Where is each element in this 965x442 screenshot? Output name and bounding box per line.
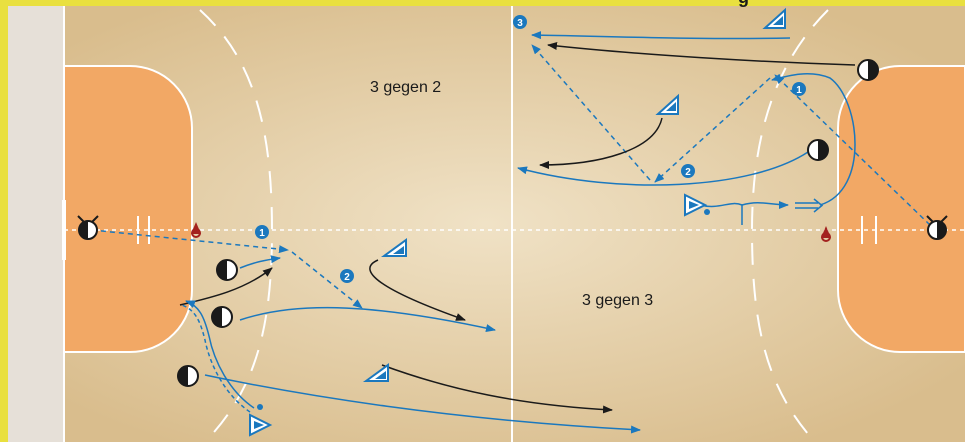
pass-path-2 [291, 251, 363, 309]
attacker-icon [216, 259, 238, 281]
number-2-text: 2 [685, 167, 691, 178]
header-partial-text: g [738, 0, 749, 7]
number-3-text: 3 [517, 18, 523, 29]
red-cone-icon [821, 226, 831, 242]
run-path-center [239, 306, 496, 332]
right-free-throw-line [750, 9, 829, 442]
number-badge-2-left: 2 [340, 269, 354, 283]
pass-path-left-keeper [91, 229, 289, 254]
defender-run-path-r [539, 117, 663, 169]
number-1-text: 1 [259, 228, 265, 239]
defender-icon [655, 93, 679, 115]
fake-path-arrowhead [813, 198, 824, 213]
number-badge-1-right: 1 [792, 82, 806, 96]
attacker-icon [177, 365, 199, 387]
left-wall-strip [8, 6, 64, 442]
run-path-r-loop [771, 73, 856, 206]
defender-run-path-1 [369, 259, 466, 321]
red-cone-icon [191, 222, 201, 238]
pass-path-r2 [531, 44, 651, 181]
fake-path-double-arrow [795, 202, 818, 209]
left-goalkeeper-icon [77, 215, 99, 240]
run-path-r-top [531, 31, 791, 40]
number-badge-2-right: 2 [681, 164, 695, 178]
number-badge-3-right: 3 [513, 15, 527, 29]
dribble-path [181, 304, 251, 413]
pass-path-r1 [654, 77, 771, 183]
ball-dot-icon [704, 209, 710, 215]
defender-icon [762, 7, 786, 29]
right-goal-area [837, 65, 965, 353]
attacker-icon [211, 306, 233, 328]
defender-icon [380, 238, 407, 257]
lower-drill-label: 3 gegen 3 [582, 292, 653, 309]
run-path-r-mid [517, 151, 809, 186]
number-1-text: 1 [796, 85, 802, 96]
run-path-r-top-black [547, 41, 856, 66]
number-badge-1-left: 1 [255, 225, 269, 239]
attacker-icon [807, 139, 829, 161]
run-path-r-bottom-2 [741, 200, 789, 209]
left-goal-area [63, 65, 193, 353]
defender-run-path-2 [381, 364, 613, 414]
ball-dot-icon [257, 404, 263, 410]
right-goalkeeper-icon [926, 215, 948, 240]
attacker-icon [857, 59, 879, 81]
run-path-back [204, 374, 641, 434]
upper-drill-label: 3 gegen 2 [370, 79, 441, 96]
defender-icon [362, 363, 389, 382]
number-2-text: 2 [344, 272, 350, 283]
defender-icon [249, 413, 273, 437]
dribble-path-double [185, 300, 255, 409]
run-path-wing [239, 255, 281, 269]
left-free-throw-line [199, 9, 274, 442]
defender-icon [684, 193, 708, 217]
